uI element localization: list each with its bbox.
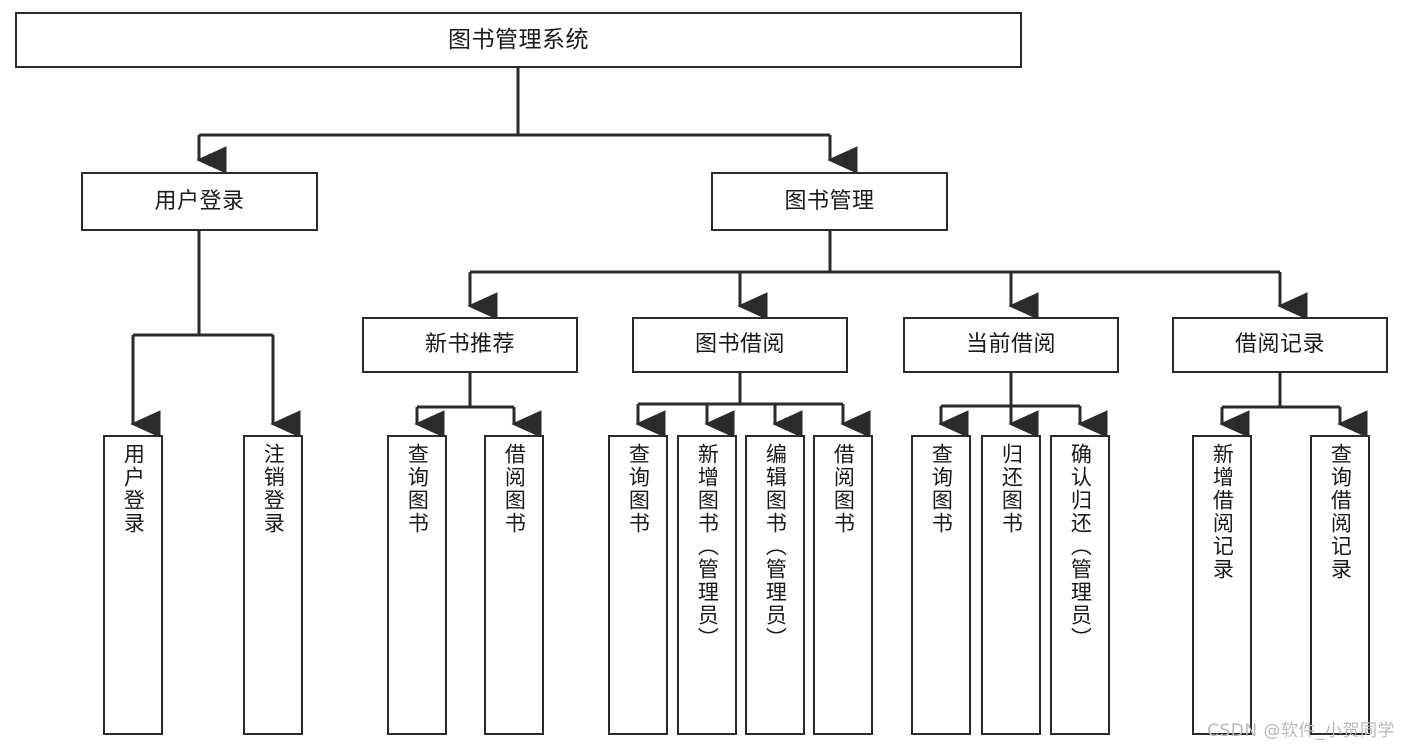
node-label: 借阅图书 [502,443,527,535]
leaf-borrow-book[interactable]: 借阅图书 [813,435,873,735]
node-label: 编辑图书（管理员） [763,443,788,650]
node-label: 确认归还（管理员） [1068,443,1093,650]
node-label: 新增借阅记录 [1210,443,1235,581]
leaf-borrow-book-newbook[interactable]: 借阅图书 [484,435,544,735]
node-label: 新增图书（管理员） [695,443,720,650]
node-label: 当前借阅 [965,332,1056,358]
node-label: 图书管理系统 [448,26,589,53]
node-book-borrow[interactable]: 图书借阅 [632,317,848,373]
leaf-edit-book-admin[interactable]: 编辑图书（管理员） [745,435,805,735]
node-label: 查询图书 [929,443,954,535]
node-label: 图书借阅 [694,332,785,358]
leaf-add-book-admin[interactable]: 新增图书（管理员） [677,435,737,735]
node-label: 借阅图书 [831,443,856,535]
node-label: 查询借阅记录 [1328,443,1353,581]
node-label: 归还图书 [999,443,1024,535]
leaf-query-borrow-record[interactable]: 查询借阅记录 [1310,435,1370,735]
leaf-user-login[interactable]: 用户登录 [103,435,163,735]
leaf-add-borrow-record[interactable]: 新增借阅记录 [1192,435,1252,735]
node-label: 用户登录 [154,188,245,214]
csdn-watermark: CSDN @软件_小贺同学 [1207,721,1395,741]
leaf-query-book-current[interactable]: 查询图书 [911,435,971,735]
node-label: 查询图书 [405,443,430,535]
leaf-confirm-return-admin[interactable]: 确认归还（管理员） [1050,435,1110,735]
leaf-return-book[interactable]: 归还图书 [981,435,1041,735]
node-current-borrow[interactable]: 当前借阅 [903,317,1119,373]
node-label: 借阅记录 [1234,332,1325,358]
node-new-book-recommend[interactable]: 新书推荐 [362,317,578,373]
node-borrow-record[interactable]: 借阅记录 [1172,317,1388,373]
node-label: 注销登录 [261,443,286,535]
leaf-query-book-newbook[interactable]: 查询图书 [387,435,447,735]
leaf-query-book-borrow[interactable]: 查询图书 [608,435,668,735]
node-label: 新书推荐 [424,332,515,358]
node-label: 图书管理 [784,188,875,214]
node-label: 查询图书 [626,443,651,535]
leaf-logout[interactable]: 注销登录 [243,435,303,735]
node-label: 用户登录 [121,443,146,535]
node-book-management[interactable]: 图书管理 [711,172,948,231]
node-root-system[interactable]: 图书管理系统 [15,12,1022,68]
node-user-login[interactable]: 用户登录 [81,172,318,231]
